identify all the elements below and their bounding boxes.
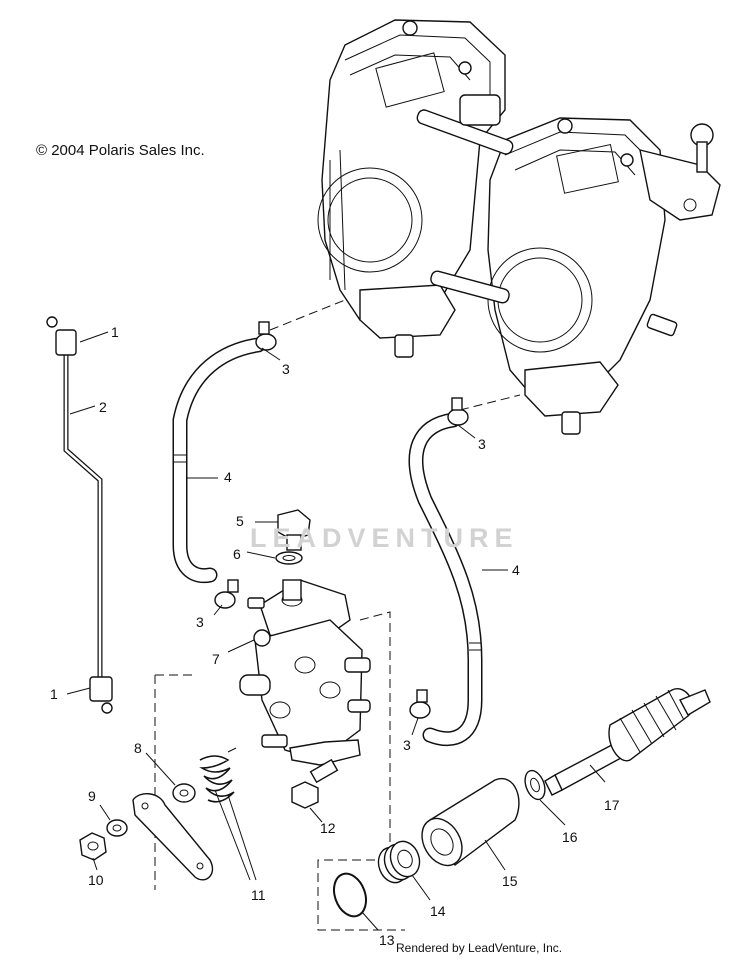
callout-3-mid-left: 3 [196, 614, 204, 630]
bolt-part-12 [291, 758, 339, 809]
o-ring-part-13 [333, 872, 367, 918]
callout-15: 15 [502, 873, 518, 889]
callout-16: 16 [562, 829, 578, 845]
washer-part-9 [106, 819, 128, 837]
carburetor-assembly [317, 19, 721, 435]
callout-4-left: 4 [224, 469, 232, 485]
callout-14: 14 [430, 903, 446, 919]
callout-11: 11 [251, 887, 266, 903]
washer-part-6 [275, 551, 303, 565]
callout-9: 9 [88, 788, 96, 804]
callout-6: 6 [233, 546, 241, 562]
hose-clamp-3c [214, 579, 239, 609]
watermark: LEADVENTURE [250, 523, 519, 553]
hose-clamp-3b [447, 397, 469, 426]
hose-part-4-right [408, 412, 483, 747]
callout-12: 12 [320, 820, 336, 836]
callout-3-upper-left: 3 [282, 361, 290, 377]
callout-4-right: 4 [512, 562, 520, 578]
nut-part-10 [79, 832, 107, 861]
callout-13: 13 [379, 932, 395, 948]
drive-shaft-part-17 [544, 688, 711, 796]
lever-plate [132, 793, 214, 881]
callout-1-bottom: 1 [50, 686, 58, 702]
washer-part-16 [524, 769, 546, 801]
callout-8: 8 [134, 740, 142, 756]
washer-part-8 [172, 783, 196, 803]
callout-17: 17 [604, 797, 620, 813]
hose-clamp-3d [409, 689, 431, 719]
callout-5: 5 [236, 513, 244, 529]
callout-10: 10 [88, 872, 104, 888]
bushing-part-15 [421, 777, 520, 867]
hose-clamp-3a [255, 321, 277, 351]
hose-part-4-left [172, 337, 266, 584]
rendered-by-credit: Rendered by LeadVenture, Inc. [396, 941, 563, 955]
oil-pump-part-7 [239, 579, 371, 766]
spring-part-14 [377, 840, 421, 884]
banjo-bolt-part-5 [277, 509, 311, 551]
callout-1-top: 1 [111, 324, 119, 340]
oil-line-part-2 [46, 316, 113, 714]
callout-3-lower-right: 3 [403, 737, 411, 753]
callout-7: 7 [212, 651, 220, 667]
callout-3-upper-right: 3 [478, 436, 486, 452]
callout-2: 2 [99, 399, 107, 415]
spring-part-11 [199, 747, 237, 803]
copyright-notice: © 2004 Polaris Sales Inc. [36, 142, 205, 159]
